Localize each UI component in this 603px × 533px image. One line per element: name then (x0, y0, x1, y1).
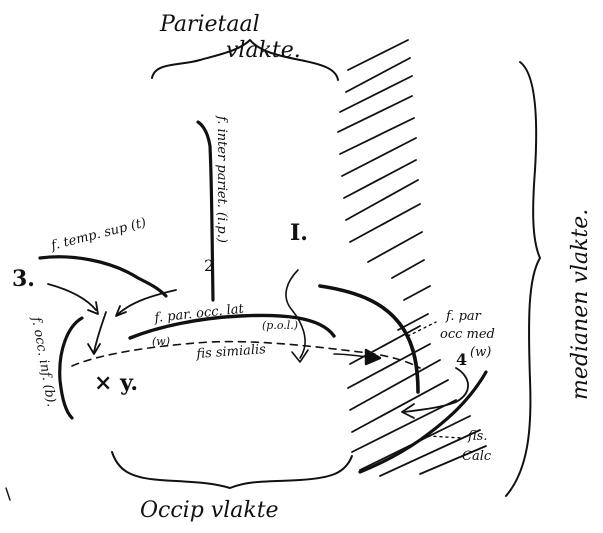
parietal-label-line1: Parietaal (160, 14, 260, 36)
median-label: medianen vlakte. (570, 209, 592, 400)
leader-calc (428, 436, 462, 438)
par-occ-med-label-1: f. par (446, 310, 481, 323)
arrow-down (94, 312, 106, 352)
marker-4: 4 (456, 352, 467, 368)
parietal-label-line2: vlakte. (226, 40, 301, 62)
temp-sup-fissure (40, 257, 166, 296)
marker-I: I. (290, 222, 308, 244)
par-occ-med-label-2: occ med (440, 328, 495, 341)
marker-2: 2 (204, 258, 214, 274)
par-occ-med-label-3: (w) (470, 346, 491, 359)
occipital-brace (112, 452, 352, 488)
leader-par-occ-med (408, 322, 436, 336)
interparietal-label: f. inter pariet. (i.p.) (215, 116, 228, 243)
occ-inf-fissure (60, 318, 82, 418)
par-occ-lat-abbr: (p.o.l.) (262, 320, 298, 331)
marker-x-y: × y. (94, 372, 138, 394)
occipital-label: Occip vlakte (140, 500, 279, 522)
arrow-from-3 (48, 284, 96, 310)
tick-mark (6, 488, 10, 500)
arrow-head-I (292, 350, 308, 362)
median-brace (506, 62, 540, 496)
calc-label-1: fis. (468, 430, 487, 443)
calc-label-2: Calc (462, 450, 491, 463)
par-occ-lat-w: (w) (152, 336, 170, 347)
marker-3: 3. (12, 268, 35, 290)
